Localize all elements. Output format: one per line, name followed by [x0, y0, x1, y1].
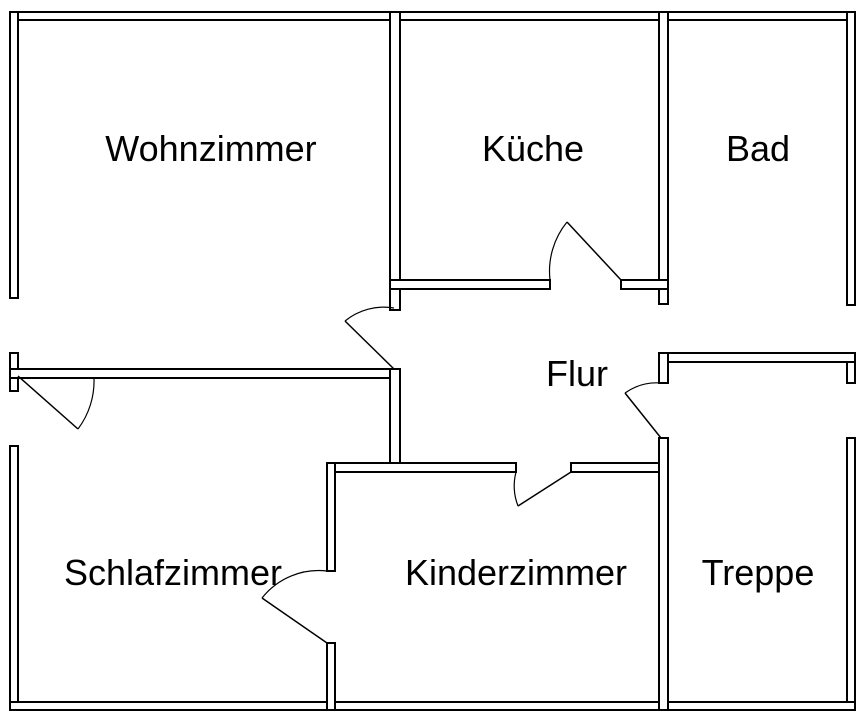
wall-kinder-west-upper	[326, 462, 336, 572]
wall-right-upper	[846, 11, 856, 306]
label-kinderzimmer: Kinderzimmer	[405, 552, 627, 593]
wall-schlaf-east	[389, 368, 401, 466]
door-schlafzimmer-side-leaf	[261, 597, 328, 644]
door-schlafzimmer-side-swing	[261, 569, 328, 599]
label-treppe: Treppe	[702, 552, 815, 593]
wall-kinder-west-lower	[326, 642, 336, 711]
door-kueche	[548, 221, 622, 281]
wall-kueche-south-right	[620, 279, 669, 290]
label-wohnzimmer: Wohnzimmer	[105, 128, 316, 169]
door-kinderzimmer-swing	[513, 471, 519, 507]
wall-right-lower	[846, 437, 856, 711]
door-kinderzimmer	[513, 471, 572, 507]
wall-top	[9, 11, 856, 21]
label-schlafzimmer: Schlafzimmer	[64, 552, 282, 593]
label-bad: Bad	[726, 128, 790, 169]
door-treppe-leaf	[624, 392, 662, 439]
doors	[17, 221, 662, 644]
wall-treppe-west	[658, 437, 669, 711]
interior-walls	[9, 11, 856, 711]
door-wohnzimmer-leaf	[344, 320, 395, 370]
wall-kueche-bad	[658, 11, 669, 305]
outer-walls	[9, 11, 856, 711]
wall-left-lower	[9, 445, 19, 711]
wall-treppe-north-stub	[658, 352, 669, 384]
door-schlafzimmer-upper-swing	[77, 377, 95, 430]
wall-wohnzimmer-east	[389, 11, 401, 311]
door-schlafzimmer-side	[261, 569, 328, 644]
door-schlafzimmer-upper	[17, 375, 95, 430]
door-treppe-swing	[624, 382, 662, 394]
door-kueche-leaf	[566, 221, 622, 281]
wall-treppe-north	[658, 352, 856, 363]
wall-flur-south-left	[326, 462, 517, 473]
door-kueche-swing	[548, 221, 568, 281]
wall-left-upper	[9, 11, 19, 299]
door-wohnzimmer	[344, 306, 395, 370]
door-treppe	[624, 382, 662, 439]
label-flur: Flur	[546, 353, 608, 394]
label-kueche: Küche	[482, 128, 584, 169]
wall-flur-south-right	[570, 462, 668, 473]
wall-kueche-south-left	[389, 279, 551, 290]
door-kinderzimmer-leaf	[517, 471, 572, 507]
wall-bottom	[9, 701, 856, 711]
door-wohnzimmer-swing	[344, 306, 395, 322]
wall-wohnzimmer-schlaf	[9, 368, 401, 379]
room-labels: Wohnzimmer Küche Bad Flur Schlafzimmer K…	[64, 128, 814, 593]
door-schlafzimmer-upper-leaf	[17, 375, 79, 430]
